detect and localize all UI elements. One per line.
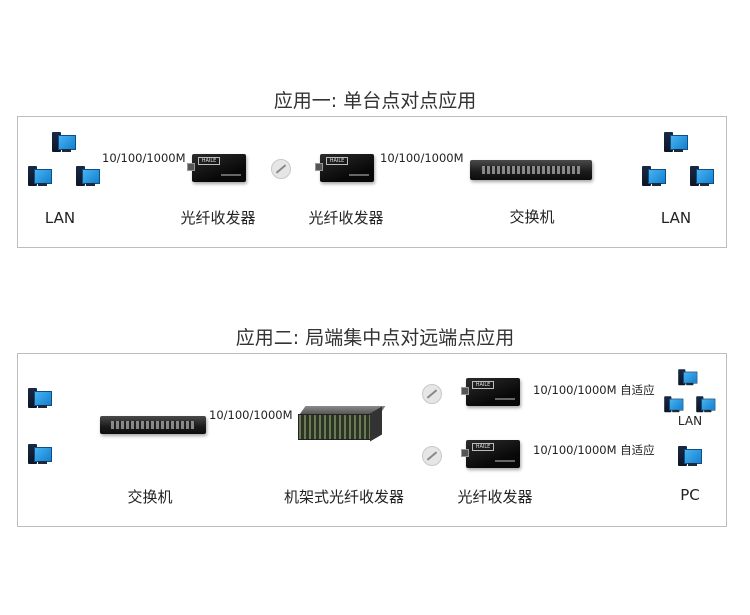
brand-mark: HAILE [472,443,494,451]
speed-label: 10/100/1000M [102,151,186,165]
computer-icon [28,166,52,188]
speed-label: 10/100/1000M 自适应 [533,443,655,457]
computer-icon [76,166,100,188]
computer-icon [664,396,684,414]
converter-b-label: 光纤收发器 [308,209,384,227]
computer-icon [678,369,698,387]
switch2-label: 交换机 [127,488,173,506]
brand-mark: HAILE [198,157,220,165]
converter-a-label: 光纤收发器 [180,209,256,227]
computer-icon [642,166,666,188]
computer-icon [28,388,52,410]
computer-icon [52,132,76,154]
computer-icon [678,446,702,468]
switch-label: 交换机 [509,208,555,226]
rack-label: 机架式光纤收发器 [283,488,404,506]
switch-icon [100,416,206,434]
computer-icon [696,396,716,414]
computer-icon [28,444,52,466]
fiber-link-icon [422,384,442,404]
converter2-label: 光纤收发器 [457,488,533,506]
computer-icon [690,166,714,188]
media-converter-icon: HAILE [461,440,520,468]
section2-title: 应用二: 局端集中点对远端点应用 [235,327,515,349]
speed-label: 10/100/1000M 自适应 [533,383,655,397]
pc-label: PC [680,486,700,504]
media-converter-icon: HAILE [315,154,374,182]
rack-chassis-icon [298,406,386,442]
media-converter-icon: HAILE [187,154,246,182]
lan-remote-label: LAN [677,414,703,428]
fiber-link-icon [271,159,291,179]
computer-icon [664,132,688,154]
speed-label: 10/100/1000M [380,151,464,165]
media-converter-icon: HAILE [461,378,520,406]
lan-right-label: LAN [660,209,692,227]
speed-label: 10/100/1000M [209,408,293,422]
section1-panel [17,116,727,248]
brand-mark: HAILE [472,381,494,389]
brand-mark: HAILE [326,157,348,165]
section1-title: 应用一: 单台点对点应用 [273,90,477,112]
fiber-link-icon [422,446,442,466]
switch-icon [470,160,592,180]
lan-left-label: LAN [44,209,76,227]
